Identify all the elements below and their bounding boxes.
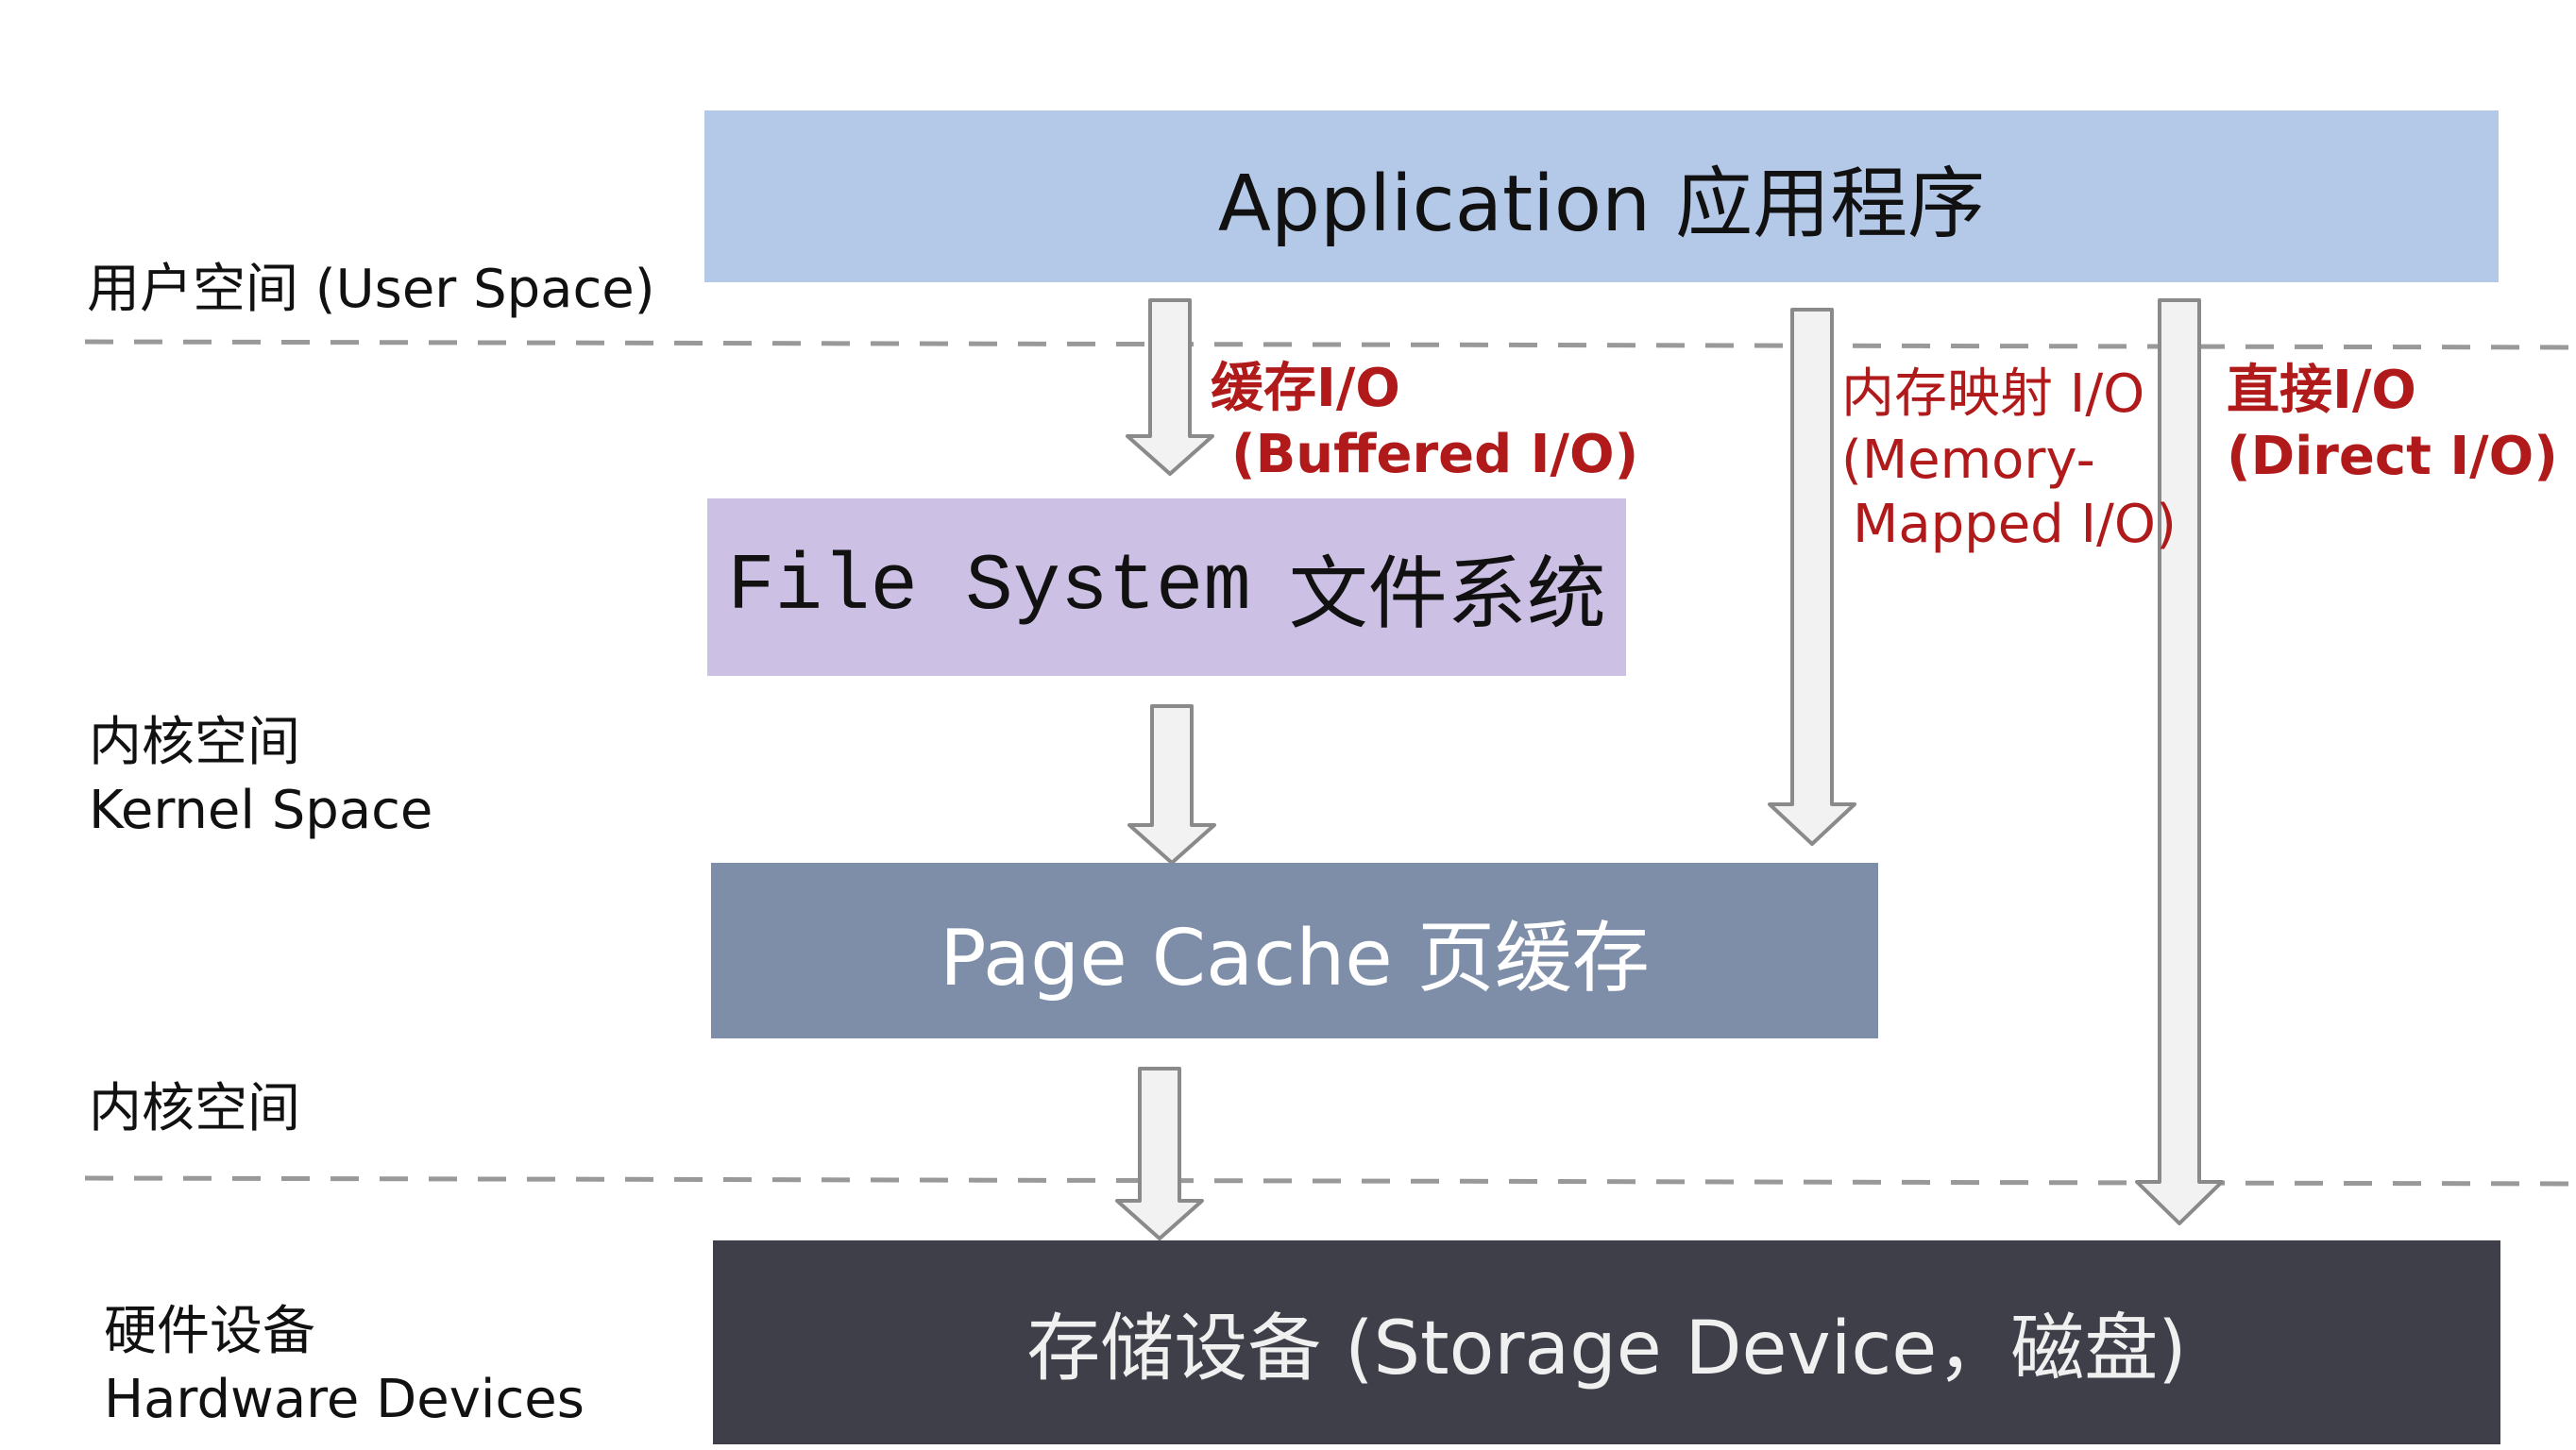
storage-device-label: 存储设备 (Storage Device，磁盘) (1026, 1307, 2187, 1391)
direct-io-label-cn: 直接I/O (2227, 360, 2416, 421)
user-kernel-separator (84, 339, 2576, 350)
direct-io-label-en: (Direct I/O) (2227, 426, 2558, 487)
kernel-space-lower-label: 内核空间 (89, 1078, 300, 1139)
page-cache-label: Page Cache 页缓存 (940, 913, 1650, 1003)
mmap-io-label-line1: 内存映射 I/O (1841, 363, 2145, 425)
mmap-io-label-line2: (Memory- (1841, 430, 2095, 491)
pagecache-to-storage-arrow (1115, 1067, 1204, 1240)
direct-io-arrow (2135, 298, 2224, 1225)
page-cache-box: Page Cache 页缓存 (711, 863, 1878, 1038)
application-label: Application 应用程序 (1217, 159, 1986, 249)
fs-to-pagecache-arrow (1127, 704, 1216, 865)
mmap-io-arrow (1768, 308, 1856, 846)
hardware-label-en: Hardware Devices (104, 1369, 585, 1430)
file-system-label-cn: 文件系统 (1288, 547, 1606, 640)
user-space-label: 用户空间 (User Space) (87, 259, 655, 320)
kernel-space-label-en: Kernel Space (89, 780, 433, 841)
application-box: Application 应用程序 (704, 110, 2499, 282)
buffered-io-arrow (1126, 298, 1214, 476)
file-system-label-en: File System (727, 542, 1251, 632)
kernel-space-label-cn: 内核空间 (89, 712, 300, 773)
storage-device-box: 存储设备 (Storage Device，磁盘) (713, 1240, 2500, 1444)
file-system-box: File System 文件系统 (707, 498, 1626, 676)
mmap-io-label-line3: Mapped I/O) (1853, 494, 2177, 555)
hardware-label-cn: 硬件设备 (104, 1301, 315, 1362)
buffered-io-label-cn: 缓存I/O (1211, 358, 1400, 419)
buffered-io-label-en: (Buffered I/O) (1231, 424, 1639, 485)
